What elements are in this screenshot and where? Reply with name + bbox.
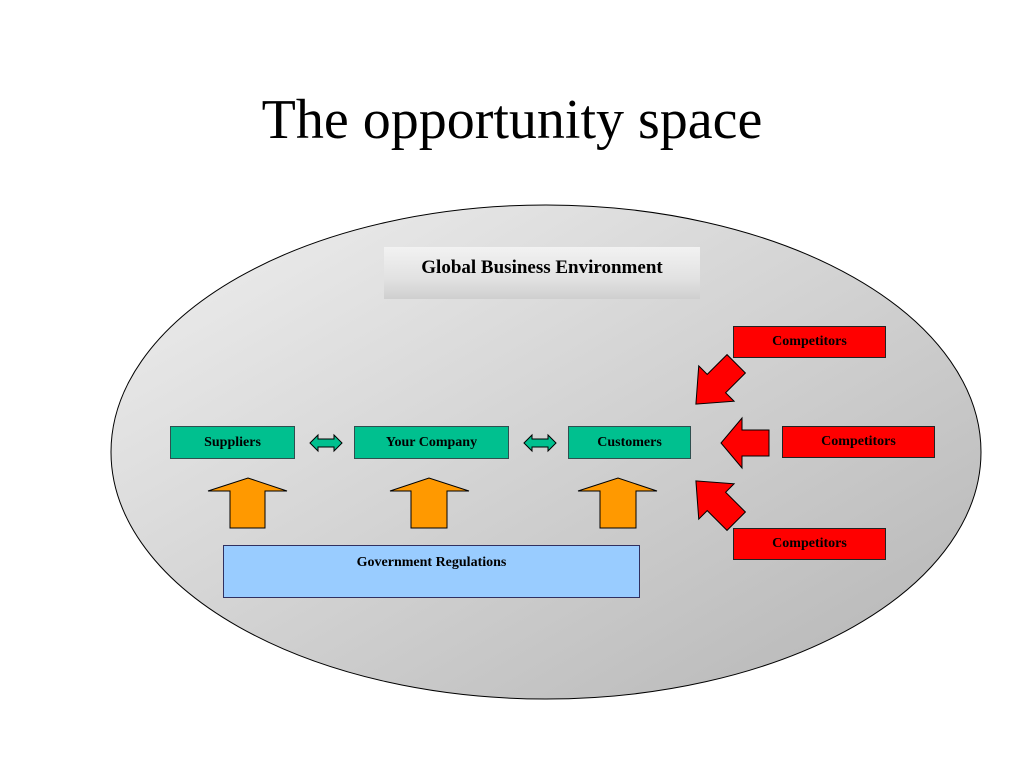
up-arrow-icon bbox=[577, 477, 658, 529]
slide-title: The opportunity space bbox=[261, 89, 763, 151]
competitors-box: Competitors bbox=[733, 528, 886, 560]
environment-label: Global Business Environment bbox=[384, 247, 700, 299]
competitors-box: Competitors bbox=[782, 426, 935, 458]
customers-box: Customers bbox=[568, 426, 691, 459]
block-arrow-icon bbox=[695, 480, 747, 532]
up-arrow-icon bbox=[389, 477, 470, 529]
suppliers-box: Suppliers bbox=[170, 426, 295, 459]
up-arrow-icon bbox=[207, 477, 288, 529]
block-arrow-icon bbox=[720, 416, 770, 470]
double-headed-arrow-icon bbox=[309, 433, 343, 453]
government-regulations-box: Government Regulations bbox=[223, 545, 640, 598]
double-headed-arrow-icon bbox=[523, 433, 557, 453]
block-arrow-icon bbox=[695, 353, 747, 405]
competitors-box: Competitors bbox=[733, 326, 886, 358]
your-company-box: Your Company bbox=[354, 426, 509, 459]
